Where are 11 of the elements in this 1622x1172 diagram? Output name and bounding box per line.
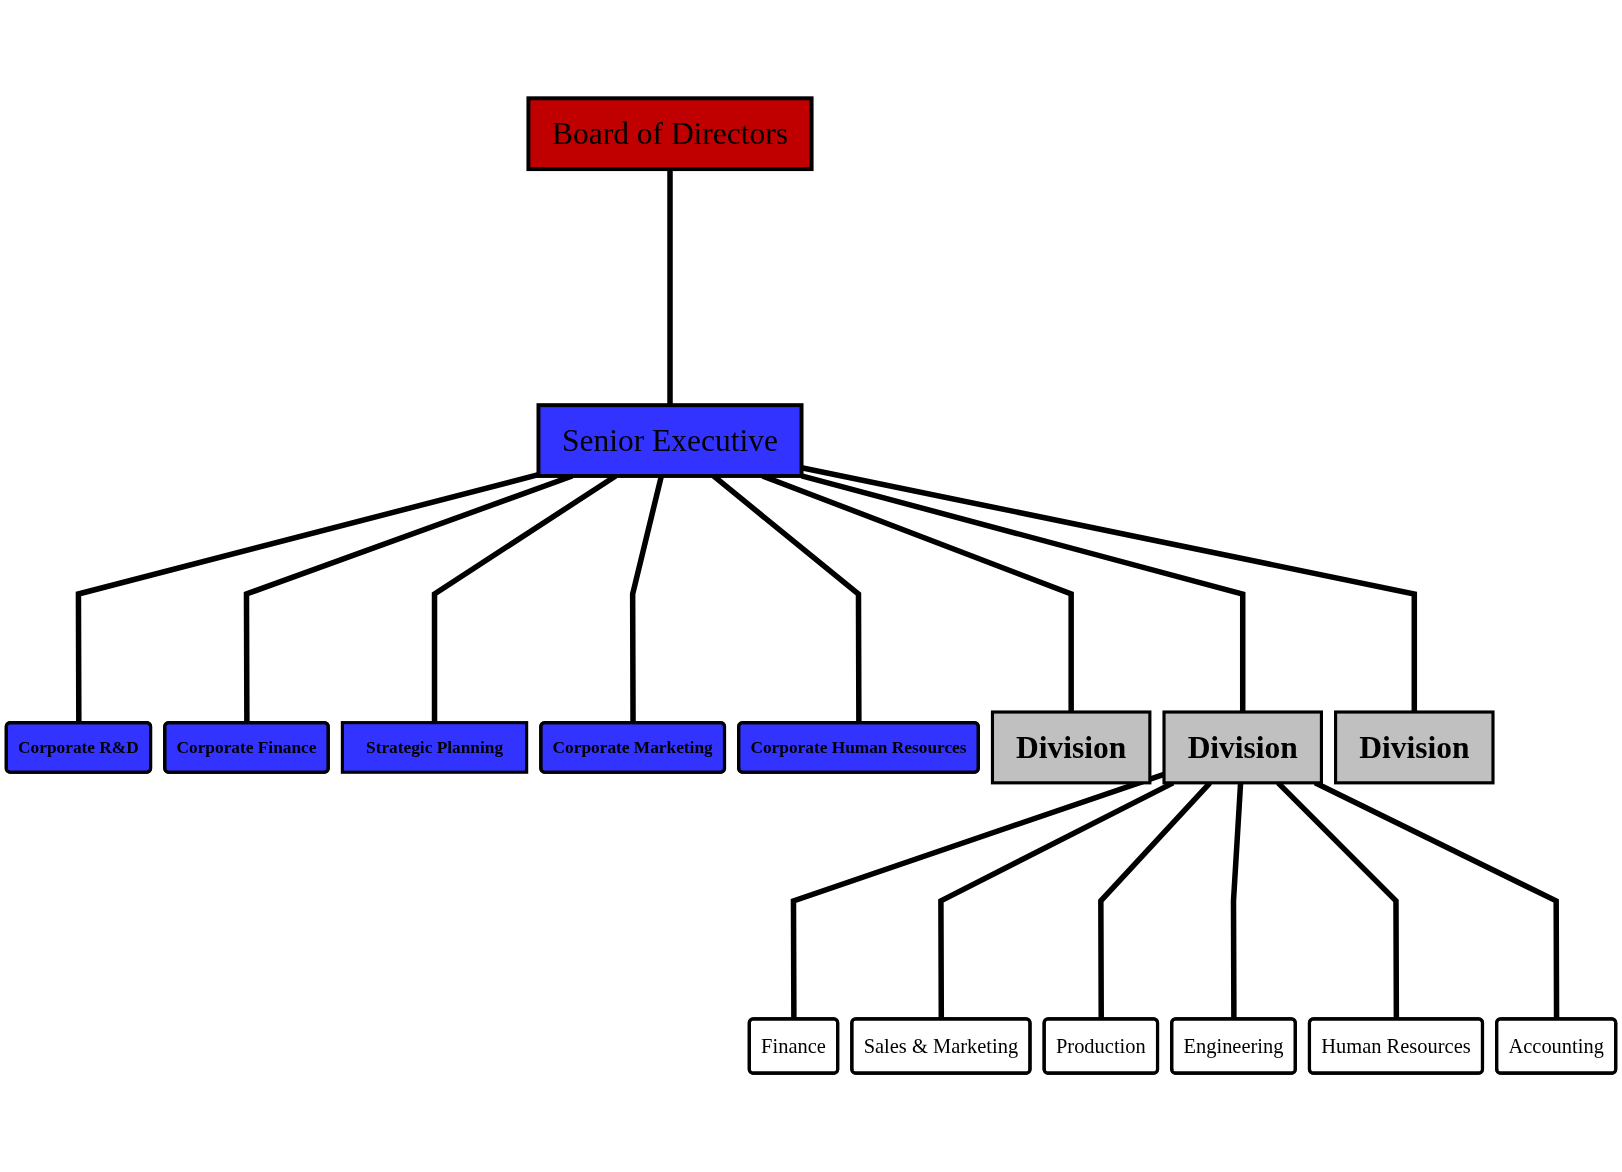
node-box: Senior Executive: [536, 403, 804, 479]
connector: [801, 465, 1418, 713]
connector: [1098, 781, 1212, 1020]
connector: [1276, 781, 1400, 1020]
node-box: Strategic Planning: [340, 721, 529, 775]
node-box: Division: [990, 710, 1152, 785]
connector: [800, 473, 1246, 713]
node-box: Division: [1162, 710, 1323, 785]
node-box: Board of Directors: [526, 96, 814, 172]
node-box: Division: [1334, 710, 1495, 785]
connector: [667, 169, 673, 406]
